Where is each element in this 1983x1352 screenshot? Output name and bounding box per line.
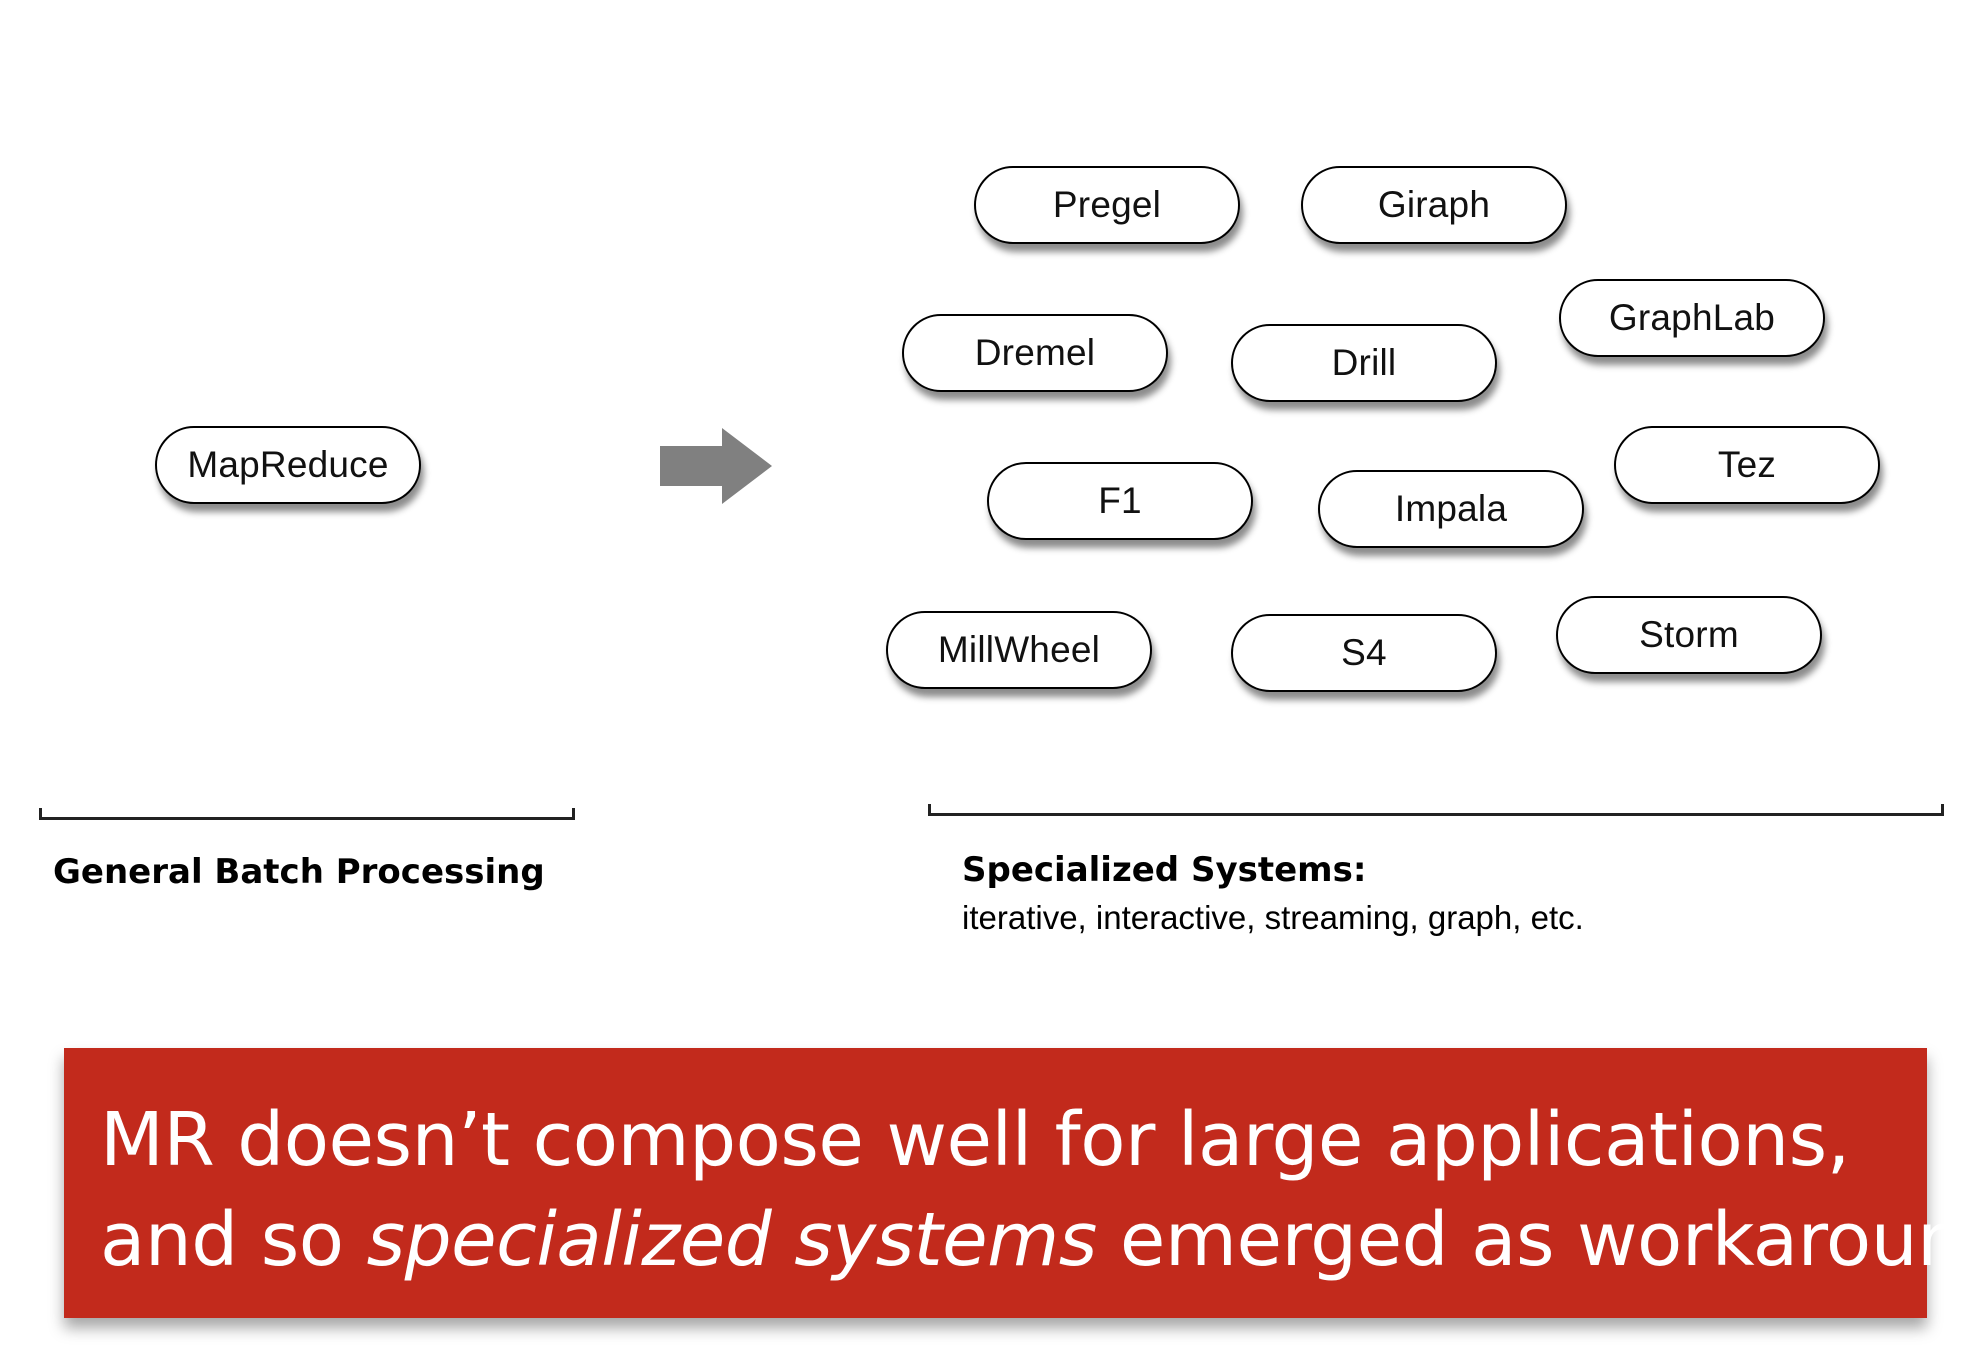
giraph-pill: Giraph: [1301, 166, 1567, 244]
impala-pill: Impala: [1318, 470, 1584, 548]
s4-pill: S4: [1231, 614, 1497, 692]
tez-pill: Tez: [1614, 426, 1880, 504]
storm-pill: Storm: [1556, 596, 1822, 674]
conclusion-banner: MR doesn’t compose well for large applic…: [64, 1048, 1983, 1318]
millwheel-pill: MillWheel: [886, 611, 1152, 689]
right-bracket: [928, 804, 1944, 816]
banner-line-1: MR doesn’t compose well for large applic…: [100, 1097, 1850, 1183]
specialized-systems-subtitle: iterative, interactive, streaming, graph…: [962, 899, 1584, 936]
general-batch-processing-label: General Batch Processing: [53, 852, 545, 892]
dremel-pill: Dremel: [902, 314, 1168, 392]
drill-pill: Drill: [1231, 324, 1497, 402]
banner-line-2-suffix: emerged as workarounds: [1096, 1197, 1983, 1283]
graphlab-pill: GraphLab: [1559, 279, 1825, 357]
banner-line-2: and so specialized systems emerged as wo…: [100, 1190, 1983, 1290]
pregel-pill: Pregel: [974, 166, 1240, 244]
banner-emphasis: specialized systems: [366, 1197, 1098, 1283]
mapreduce-pill: MapReduce: [155, 426, 421, 504]
banner-line-2-prefix: and so: [100, 1197, 367, 1283]
f1-pill: F1: [987, 462, 1253, 540]
left-bracket: [39, 808, 575, 820]
specialized-systems-label: Specialized Systems:: [962, 850, 1367, 890]
right-arrow-icon: [660, 428, 772, 504]
